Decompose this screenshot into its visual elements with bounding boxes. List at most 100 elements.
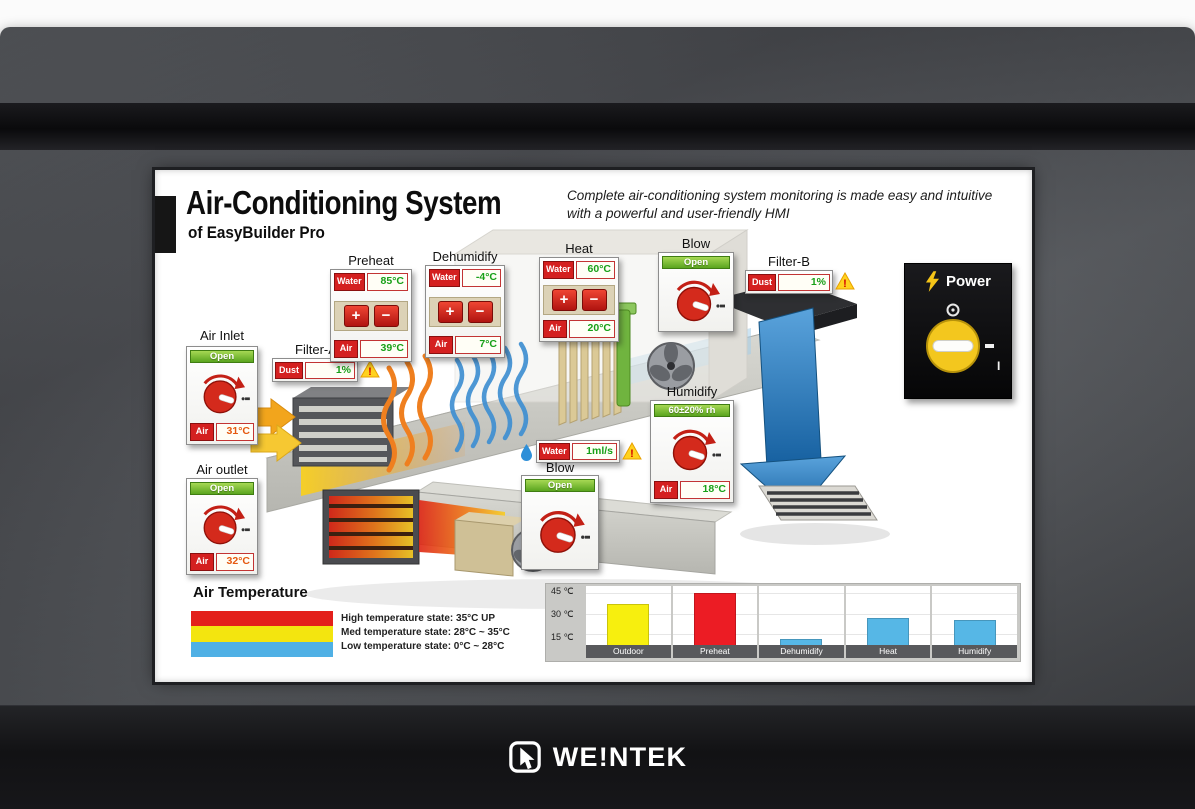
air-chip: Air xyxy=(654,481,678,499)
brand-name: WE!NTEK xyxy=(552,741,688,772)
power-knob-icon xyxy=(926,303,994,373)
blow-top-label: Blow xyxy=(681,236,711,251)
warning-icon: ! xyxy=(622,441,642,465)
humidify-label: Humidify xyxy=(666,384,718,399)
warning-icon: ! xyxy=(835,271,855,295)
dehumidify-panel: Water -4°C + − Air 7°C xyxy=(425,265,505,358)
air-inlet-label: Air Inlet xyxy=(199,328,245,343)
air-outlet-panel: Open Air 32°C xyxy=(186,478,258,575)
svg-text:!: ! xyxy=(843,278,847,290)
legend-item-high: High temperature state: 35°C UP xyxy=(341,613,496,624)
water-chip: Water xyxy=(429,269,460,287)
power-rotary-switch[interactable] xyxy=(911,298,1007,389)
filter-a-label: Filter-A xyxy=(295,342,337,357)
filter-a-dust-value: 1% xyxy=(305,361,355,379)
dehumidify-label: Dehumidify xyxy=(432,249,498,264)
tagline: Complete air-conditioning system monitor… xyxy=(567,188,993,221)
heat-label: Heat xyxy=(565,241,593,256)
chart-cell: Dehumidify xyxy=(759,586,844,658)
page-title: Air-Conditioning System xyxy=(186,184,502,221)
chart-y-axis: 45 ℃ 30 ℃ 15 ℃ xyxy=(546,584,586,661)
increase-button[interactable]: + xyxy=(551,288,577,311)
dial-knob-icon xyxy=(676,280,725,322)
dial-knob-icon xyxy=(672,429,721,471)
preheat-label: Preheat xyxy=(348,253,394,268)
lightning-icon xyxy=(925,271,940,292)
chart-category-label: Outdoor xyxy=(586,645,671,658)
decrease-button[interactable]: − xyxy=(581,288,607,311)
power-on-mark: I xyxy=(997,359,1001,373)
heat-water-value: 60°C xyxy=(575,261,615,279)
legend-item-med: Med temperature state: 28°C ~ 35°C xyxy=(341,627,510,638)
air-outlet-knob[interactable] xyxy=(190,498,254,550)
outlet-unit-box xyxy=(454,512,527,577)
decrease-button[interactable]: − xyxy=(373,304,399,327)
dial-knob-icon xyxy=(203,505,250,545)
chart-cell: Preheat xyxy=(672,586,758,658)
preheat-air-value: 39°C xyxy=(360,340,408,358)
legend-item-low: Low temperature state: 0°C ~ 28°C xyxy=(341,641,505,652)
chart-category-label: Humidify xyxy=(932,645,1017,658)
dust-chip: Dust xyxy=(275,361,303,379)
chart-ytick: 30 ℃ xyxy=(551,609,574,619)
filter-b-label: Filter-B xyxy=(768,254,810,269)
blow-top-status-toggle[interactable]: Open xyxy=(662,256,730,269)
air-outlet-label: Air outlet xyxy=(196,462,248,477)
air-inlet-vent xyxy=(292,387,411,467)
filter-b-dust-value: 1% xyxy=(778,273,830,291)
chart-ytick: 15 ℃ xyxy=(551,632,574,642)
dehumidify-setpoint-buttons: + − xyxy=(429,296,501,327)
humidify-status-toggle[interactable]: 60±20% rh xyxy=(654,404,730,417)
blow-bottom-label: Blow xyxy=(545,460,575,475)
air-inlet-knob[interactable] xyxy=(190,366,254,420)
blow-top-panel: Open xyxy=(658,252,734,332)
preheat-panel: Water 85°C + − Air 39°C xyxy=(330,269,412,362)
air-inlet-status-toggle[interactable]: Open xyxy=(190,350,254,363)
chart-category-label: Heat xyxy=(845,645,931,658)
blow-bottom-knob[interactable] xyxy=(525,495,595,566)
svg-text:!: ! xyxy=(368,366,372,378)
airflow-down-arrow xyxy=(739,307,847,515)
legend-stripe xyxy=(191,641,333,657)
power-panel: Power I xyxy=(904,263,1012,399)
blow-top-knob[interactable] xyxy=(662,272,730,328)
heat-setpoint-buttons: + − xyxy=(543,284,615,315)
legend-stripe xyxy=(191,626,333,642)
chart-ytick: 45 ℃ xyxy=(551,586,574,596)
dial-knob-icon xyxy=(203,374,250,414)
water-chip: Water xyxy=(539,443,570,460)
filter-b-panel: Dust 1% ! xyxy=(745,270,855,294)
heat-air-value: 20°C xyxy=(569,320,615,338)
dehumidify-water-value: -4°C xyxy=(461,269,501,287)
air-outlet-status-toggle[interactable]: Open xyxy=(190,482,254,495)
air-chip: Air xyxy=(190,553,214,571)
dehumidify-coil xyxy=(449,341,529,453)
increase-button[interactable]: + xyxy=(437,300,463,323)
svg-text:!: ! xyxy=(630,448,634,460)
preheat-setpoint-buttons: + − xyxy=(334,300,408,331)
water-flow-value: 1ml/s xyxy=(571,443,617,460)
chart-cell: Humidify xyxy=(932,586,1017,658)
weintek-logo: WE!NTEK xyxy=(0,706,1195,774)
warning-icon: ! xyxy=(360,359,380,383)
air-chip: Air xyxy=(190,423,214,441)
preheat-water-value: 85°C xyxy=(366,273,408,291)
blow-bottom-status-toggle[interactable]: Open xyxy=(525,479,595,492)
air-chip: Air xyxy=(543,320,567,338)
air-chip: Air xyxy=(429,336,453,354)
air-outlet-temp-value: 32°C xyxy=(216,553,254,571)
dust-chip: Dust xyxy=(748,273,776,291)
chart-cell: Outdoor xyxy=(586,586,671,658)
temperature-legend-swatches xyxy=(191,611,333,657)
decrease-button[interactable]: − xyxy=(467,300,493,323)
increase-button[interactable]: + xyxy=(343,304,369,327)
air-chip: Air xyxy=(334,340,358,358)
chart-bar-preheat xyxy=(693,593,736,645)
dehumidify-air-value: 7°C xyxy=(455,336,501,354)
dial-knob-icon xyxy=(540,510,590,553)
humidify-knob[interactable] xyxy=(654,420,730,478)
water-chip: Water xyxy=(543,261,574,279)
humidify-air-value: 18°C xyxy=(680,481,730,499)
